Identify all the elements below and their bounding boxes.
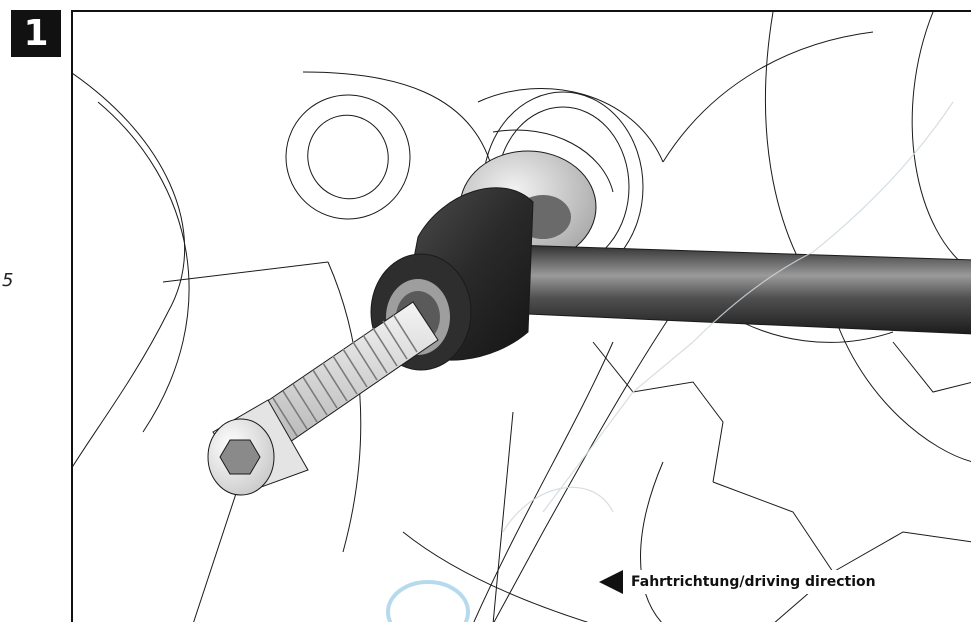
mounting-ring	[285, 94, 411, 220]
arrow-left-icon	[599, 570, 623, 594]
bolt-thread	[262, 301, 439, 445]
side-page-label: 5	[2, 270, 14, 291]
watermark	[386, 101, 954, 622]
illustration-frame: Fahrtrichtung/driving direction	[71, 10, 971, 622]
driving-direction-label: Fahrtrichtung/driving direction	[595, 570, 880, 594]
driving-direction-text: Fahrtrichtung/driving direction	[631, 574, 876, 590]
bolt-head	[207, 399, 309, 496]
step-number-badge: 1	[11, 10, 61, 57]
hex-socket-icon	[219, 439, 261, 475]
assembly-drawing	[73, 12, 971, 622]
axle-rod	[464, 243, 971, 335]
